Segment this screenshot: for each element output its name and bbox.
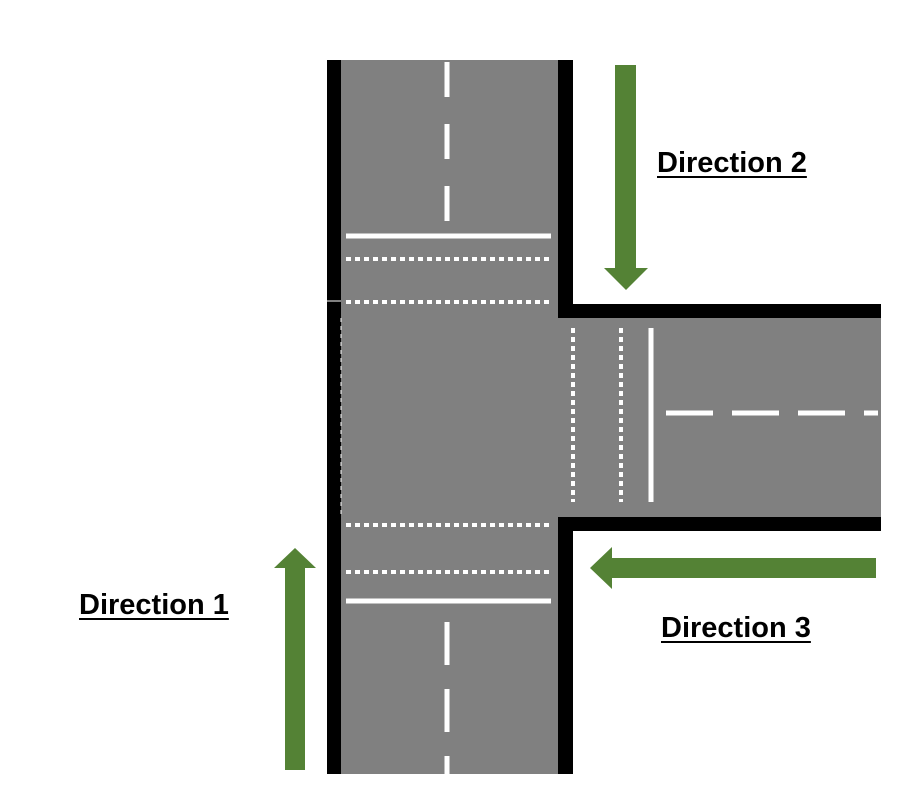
east-approach-markings: [571, 328, 878, 502]
road-surface: [335, 60, 881, 774]
southeast-curb-horizontal: [558, 517, 881, 531]
northeast-curb-vertical: [558, 60, 573, 318]
north-approach-markings: [346, 62, 551, 304]
west-side-hairlines: [326, 300, 342, 517]
direction-2-label: Direction 2: [657, 147, 807, 179]
east-road-arm: [565, 311, 881, 524]
west-curb: [327, 60, 341, 774]
direction-3-label: Direction 3: [661, 612, 811, 644]
direction-2: Direction 2: [604, 65, 807, 290]
curbs: [327, 60, 881, 774]
direction-3: Direction 3: [590, 547, 876, 644]
down-arrow-icon: [604, 65, 648, 290]
left-arrow-icon: [590, 547, 876, 589]
northeast-curb-horizontal: [558, 304, 881, 318]
up-arrow-icon: [274, 548, 316, 770]
direction-1-label: Direction 1: [79, 589, 229, 621]
vertical-road: [335, 60, 565, 774]
south-approach-markings: [346, 523, 551, 774]
direction-1: Direction 1: [79, 548, 316, 770]
southeast-curb-vertical: [558, 517, 573, 774]
